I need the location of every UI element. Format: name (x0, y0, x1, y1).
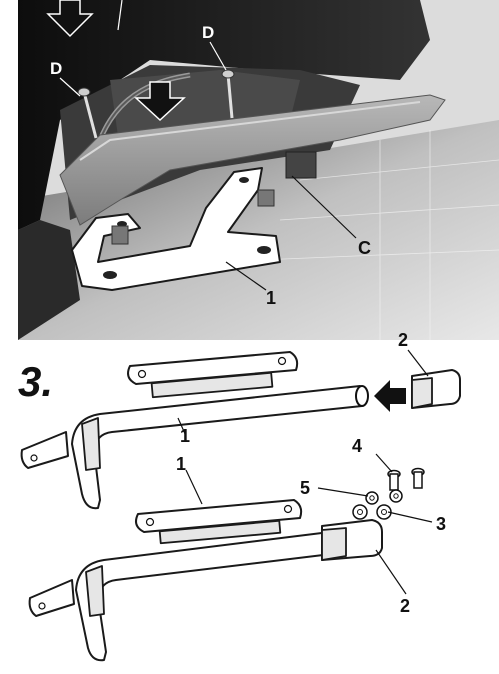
screw-icon (411, 467, 425, 489)
rail-lower (28, 529, 349, 662)
motorcycle-rear-photo (18, 0, 499, 340)
label-screw: 4 (352, 436, 362, 456)
mounting-plate-lower (135, 499, 303, 545)
nut-icon (376, 504, 392, 520)
screw-icon (387, 469, 401, 491)
rail-upper (20, 385, 369, 510)
label-rail-lower: 1 (176, 454, 186, 474)
mounting-bracket (71, 167, 281, 291)
arrow-left-icon (374, 380, 406, 412)
screw-d-left (77, 87, 98, 139)
label-d-right: D (202, 23, 214, 42)
end-cap-lower (321, 519, 383, 561)
label-end-cap-lower: 2 (400, 596, 410, 616)
washer-icon (365, 491, 379, 505)
step-number: 3. (18, 358, 53, 405)
label-bracket-1: 1 (266, 288, 276, 308)
label-washer: 5 (300, 478, 310, 498)
label-end-cap-upper: 2 (398, 330, 408, 350)
label-d-left: D (50, 59, 62, 78)
nut-icon (352, 504, 368, 520)
down-arrow-icon (46, 0, 94, 38)
label-rail-upper: 1 (180, 426, 190, 446)
end-cap-upper (411, 369, 461, 409)
label-nut: 3 (436, 514, 446, 534)
screw-d-right (221, 69, 235, 119)
mounting-plate-upper (127, 351, 299, 399)
down-arrow-icon (134, 81, 186, 122)
washer-icon (389, 489, 403, 503)
label-c: C (358, 238, 371, 258)
